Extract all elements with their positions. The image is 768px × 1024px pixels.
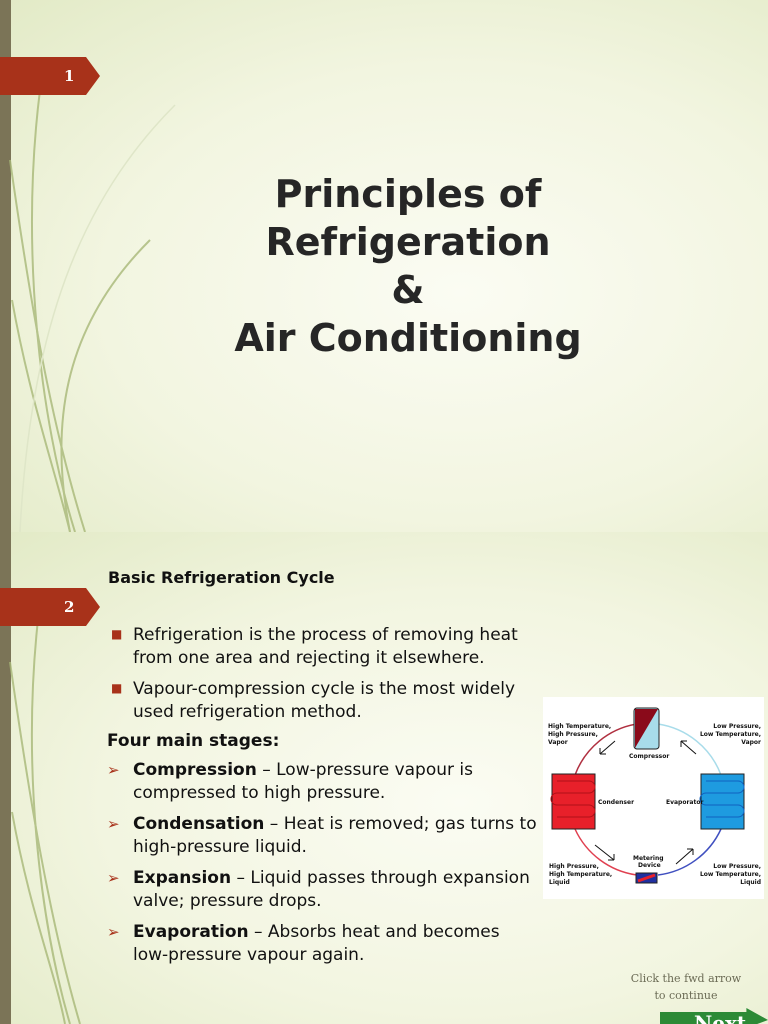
compressor-icon [633,707,660,750]
pipe-cold-liquid [657,828,722,876]
metering-device-icon [635,872,658,884]
bullet-item: ■ Vapour-compression cycle is the most wi… [107,678,537,724]
label-top-left: High Temperature,High Pressure,Vapor [548,723,611,746]
condenser-icon [550,773,596,830]
stage-item: ➢ Evaporation – Absorbs heat and becomes … [107,921,537,967]
flow-arrows [594,740,697,865]
left-stripe [0,0,11,532]
arrow-bullet-icon: ➢ [107,869,120,887]
slide-heading: Basic Refrigeration Cycle [108,568,335,587]
pipe-cold-vapor [657,723,722,776]
continue-note: Click the fwd arrow to continue [630,972,742,1002]
refrigeration-cycle-diagram: Compressor Condenser Evaporator Metering… [543,697,764,899]
label-top-right: Low Pressure,Low Temperature,Vapor [700,723,761,746]
stage-text: – Low-pressure vapour is compressed to h… [133,760,473,803]
stage-text: – Heat is removed; gas turns to high-pre… [133,814,537,857]
pipe-hot-vapor [574,723,638,776]
label-condenser: Condenser [598,799,634,806]
stage-item: ➢ Compression – Low-pressure vapour is co… [107,759,537,805]
svg-text:High Temperature,: High Temperature, [548,723,611,730]
bullet-item: ■ Refrigeration is the process of removin… [107,624,537,670]
svg-text:High Pressure,: High Pressure, [548,731,598,738]
arrow-bullet-icon: ➢ [107,815,120,833]
label-compressor: Compressor [629,753,669,760]
svg-text:High Temperature,: High Temperature, [549,871,612,878]
svg-text:Liquid: Liquid [740,879,761,886]
stage-text: – Absorbs heat and becomes low-pressure … [133,922,500,965]
slide-body: ■ Refrigeration is the process of removin… [107,624,537,975]
stage-term: Compression [133,760,257,780]
stage-term: Evaporation [133,922,249,942]
bullet-text: Vapour-compression cycle is the most wid… [133,679,516,722]
arrow-bullet-icon: ➢ [107,923,120,941]
square-bullet-icon: ■ [111,681,123,695]
arrow-bullet-icon: ➢ [107,761,120,779]
next-label: Next [694,1011,747,1024]
slide-2: 2 Basic Refrigeration Cycle ■ Refrigerati… [0,532,768,1024]
stage-term: Condensation [133,814,265,834]
title-line: Air Conditioning [234,316,582,360]
title-line: Refrigeration [265,220,551,264]
title-line: & [391,268,425,312]
stage-term: Expansion [133,868,232,888]
stage-item: ➢ Expansion – Liquid passes through expan… [107,867,537,913]
svg-text:Low Pressure,: Low Pressure, [713,863,761,870]
pipe-hot-liquid [574,828,638,876]
title-line: Principles of [274,172,542,216]
label-bottom-right: Low Pressure,Low Temperature,Liquid [700,863,761,886]
label-metering: Device [638,862,661,869]
left-stripe [0,532,11,1024]
decorative-curves [9,89,176,532]
slide-1: 1 Principles of Refrigeration & Air Cond… [0,0,768,532]
stage-item: ➢ Condensation – Heat is removed; gas tur… [107,813,537,859]
slide-number-badge: 1 [0,57,100,95]
bullet-text: Refrigeration is the process of removing… [133,625,518,668]
label-evaporator: Evaporator [666,799,703,806]
svg-text:Vapor: Vapor [741,739,761,746]
stages-heading: Four main stages: [107,731,280,751]
square-bullet-icon: ■ [111,627,123,641]
svg-text:Vapor: Vapor [548,739,568,746]
svg-text:Low Temperature,: Low Temperature, [700,871,761,878]
svg-text:High Pressure,: High Pressure, [549,863,599,870]
decorative-curves [9,601,81,1024]
stage-text: – Liquid passes through expansion valve;… [133,868,530,911]
svg-text:Low Temperature,: Low Temperature, [700,731,761,738]
next-arrow-button[interactable]: Next [660,1008,768,1024]
slide-title: Principles of Refrigeration & Air Condit… [150,170,666,362]
label-bottom-left: High Pressure,High Temperature,Liquid [549,863,612,886]
slide-number-badge: 2 [0,588,100,626]
evaporator-icon [699,773,745,830]
svg-text:Liquid: Liquid [549,879,570,886]
label-metering: Metering [633,855,664,862]
svg-text:Low Pressure,: Low Pressure, [713,723,761,730]
